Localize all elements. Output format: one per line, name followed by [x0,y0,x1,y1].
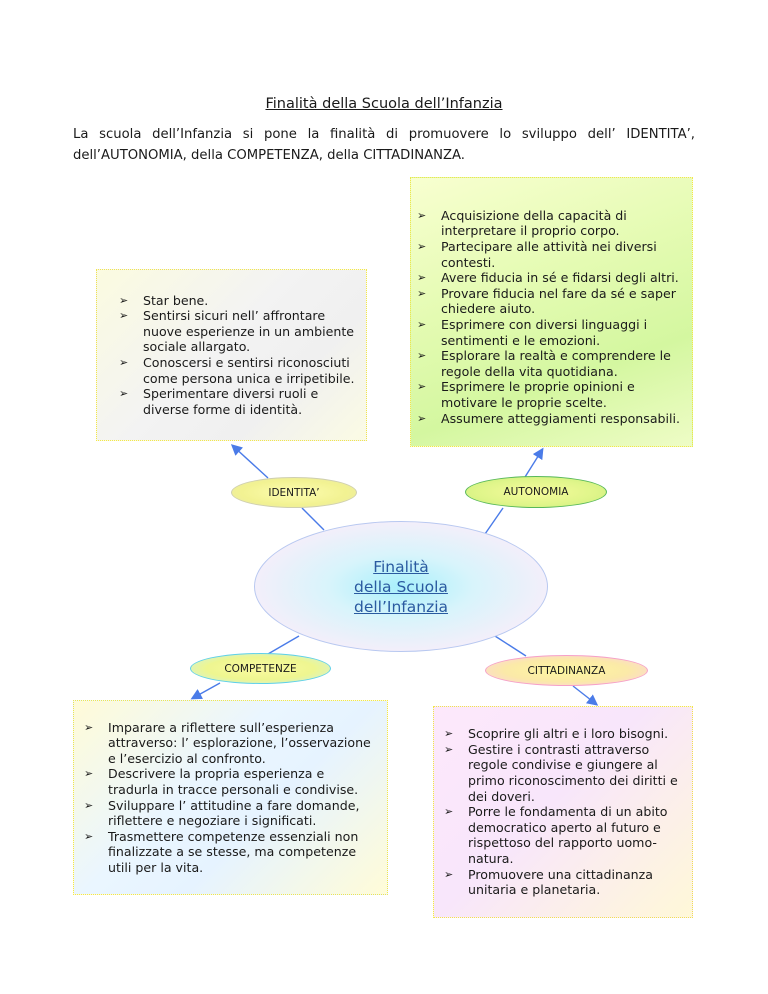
list-item-text: Esprimere le proprie opinioni e motivare… [441,379,635,410]
arrowhead-bullet-icon: ➢ [444,805,454,819]
arrowhead-bullet-icon: ➢ [119,293,129,307]
list-item: ➢ Sentirsi sicuri nell’ affrontare nuove … [119,308,356,355]
node-identita: IDENTITA’ [231,477,357,508]
list-item-text: Provare fiducia nel fare da sé e saper c… [441,285,676,317]
arrowhead-bullet-icon: ➢ [444,742,454,756]
arrowhead-bullet-icon: ➢ [417,271,427,285]
node-autonomia: AUTONOMIA [465,476,607,508]
line-identita-center [301,507,325,531]
list-item-text: Porre le fondamenta di un abito democrat… [468,804,668,866]
list-item-text: Sperimentare diversi ruoli e diverse for… [143,386,319,417]
arrowhead-bullet-icon: ➢ [119,356,129,369]
arrow-to-cittadinanza-box [572,685,599,706]
list-item-text: Descrivere la propria esperienza e tradu… [108,766,359,797]
intro-text: , dell’ [73,127,695,163]
list-item: ➢ Descrivere la propria esperienza e trad… [84,766,377,797]
center-node-line: della Scuola [354,577,448,596]
autonomia-box: ➢ Acquisizione della capacità di interpre… [410,177,693,447]
list-item-text: Trasmettere competenze essenziali non fi… [108,828,359,875]
list-item-text: Acquisizione della capacità di interpret… [441,207,627,239]
list-item-text: Esprimere con diversi linguaggi i sentim… [441,317,648,348]
list-item: ➢ Esprimere le proprie opinioni e motivar… [417,379,682,410]
list-item: ➢ Porre le fondamenta di un abito democra… [444,804,682,866]
list-item-text: Sviluppare l’ attitudine a fare domande,… [108,797,360,829]
list-item: ➢ Esplorare la realtà e comprendere le re… [417,348,682,379]
arrowhead-bullet-icon: ➢ [84,798,94,812]
line-center-competenze [267,635,300,655]
center-node: Finalità della Scuola dell’Infanzia [254,521,548,652]
list-item-text: Conoscersi e sentirsi riconosciuti come … [143,355,355,386]
list-item-text: Scoprire gli altri e i loro bisogni. [468,726,669,742]
intro-text: . [460,148,465,163]
keyword-identita: IDENTITA’ [626,127,691,142]
list-item: ➢ Conoscersi e sentirsi riconosciuti come… [119,355,356,386]
arrowhead-bullet-icon: ➢ [119,387,129,401]
arrowhead-bullet-icon: ➢ [417,318,427,331]
intro-text: , della [318,148,364,163]
list-item-text: Assumere atteggiamenti responsabili. [441,410,681,426]
arrowhead-bullet-icon: ➢ [417,286,427,300]
list-item: ➢ Sviluppare l’ attitudine a fare domande… [84,798,377,829]
center-node-line: Finalità [373,557,429,576]
arrow-to-competenze-box [190,682,221,700]
list-item: ➢ Provare fiducia nel fare da sé e saper … [417,286,682,317]
arrowhead-bullet-icon: ➢ [417,208,427,222]
list-item: ➢ Star bene. [119,293,356,309]
competenze-box: ➢ Imparare a riflettere sull’esperienza a… [73,700,388,895]
list-item-text: Partecipare alle attività nei diversi co… [441,239,657,270]
list-item-text: Promuovere una cittadinanza unitaria e p… [468,866,653,898]
arrowhead-bullet-icon: ➢ [444,727,454,741]
page-title: Finalità della Scuola dell’Infanzia [265,96,503,112]
intro-text: La scuola dell’Infanzia si pone la final… [73,127,627,142]
list-item-text: Imparare a riflettere sull’esperienza at… [108,719,371,766]
arrowhead-bullet-icon: ➢ [84,720,94,734]
list-item: ➢ Sperimentare diversi ruoli e diverse fo… [119,386,356,417]
list-item: ➢ Gestire i contrasti attraverso regole c… [444,742,682,804]
center-node-line: dell’Infanzia [353,597,449,616]
keyword-autonomia: AUTONOMIA [101,148,183,163]
line-center-cittadinanza [494,635,527,657]
list-item-text: Star bene. [143,292,209,308]
list-item: ➢ Partecipare alle attività nei diversi c… [417,239,682,270]
list-item: ➢ Esprimere con diversi linguaggi i senti… [417,317,682,348]
list-item-text: Avere fiducia in sé e fidarsi degli altr… [441,270,679,286]
list-item: ➢ Imparare a riflettere sull’esperienza a… [84,720,377,767]
arrowhead-bullet-icon: ➢ [444,867,454,881]
node-competenze: COMPETENZE [190,653,331,684]
list-item: ➢ Scoprire gli altri e i loro bisogni. [444,726,682,742]
arrowhead-bullet-icon: ➢ [417,240,427,254]
arrow-to-autonomia-box [524,447,544,478]
list-item-text: Gestire i contrasti attraverso regole co… [468,741,678,804]
list-item: ➢ Acquisizione della capacità di interpre… [417,208,682,239]
list-item: ➢ Assumere atteggiamenti responsabili. [417,411,682,427]
arrowhead-bullet-icon: ➢ [119,309,129,323]
arrowhead-bullet-icon: ➢ [417,349,427,363]
keyword-cittadinanza: CITTADINANZA [363,148,461,163]
list-item-text: Esplorare la realtà e comprendere le reg… [441,348,671,379]
arrowhead-bullet-icon: ➢ [417,411,427,425]
list-item: ➢ Promuovere una cittadinanza unitaria e … [444,867,682,898]
arrow-to-identita-box [230,444,269,479]
arrowhead-bullet-icon: ➢ [84,829,94,843]
list-item: ➢ Trasmettere competenze essenziali non f… [84,829,377,876]
arrowhead-bullet-icon: ➢ [84,767,94,781]
intro-paragraph: La scuola dell’Infanzia si pone la final… [73,124,695,166]
intro-text: , della [182,148,228,163]
arrowhead-bullet-icon: ➢ [417,380,427,394]
line-autonomia-center [484,507,504,535]
identita-box: ➢ Star bene. ➢ Sentirsi sicuri nell’ affron… [96,269,367,441]
node-cittadinanza: CITTADINANZA [485,655,648,686]
keyword-competenza: COMPETENZA [227,148,319,163]
list-item-text: Sentirsi sicuri nell’ affrontare nuove e… [143,308,355,355]
cittadinanza-box: ➢ Scoprire gli altri e i loro bisogni. ➢ Ge… [433,706,693,918]
list-item: ➢ Avere fiducia in sé e fidarsi degli alt… [417,270,682,286]
